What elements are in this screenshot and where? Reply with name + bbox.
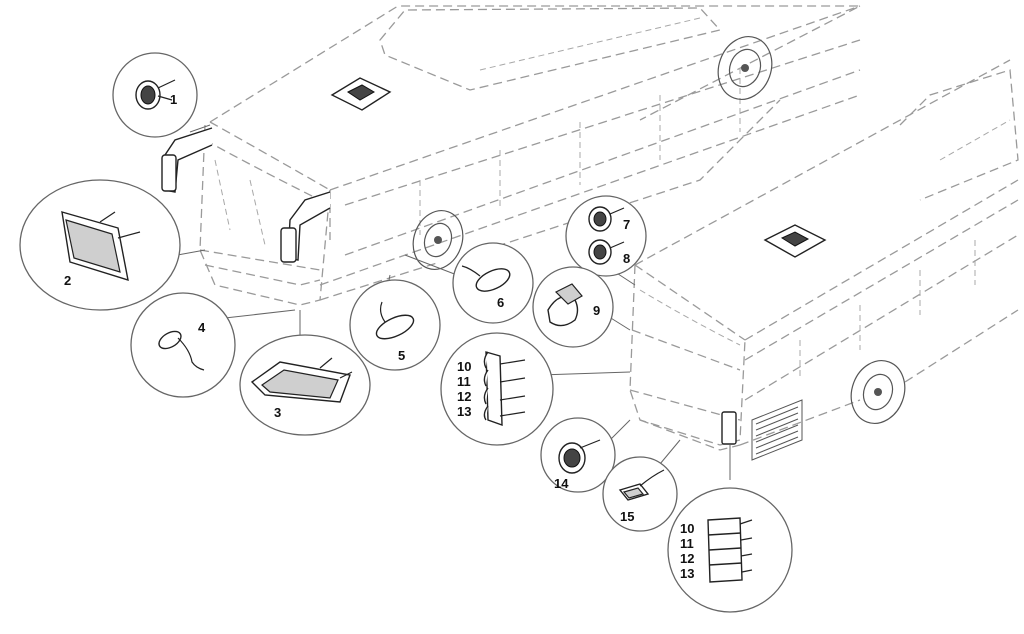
- callout-bubble-6: 6: [452, 242, 534, 324]
- callout-label-11-left: 11: [457, 374, 471, 389]
- callout-label-10-right: 10: [680, 521, 694, 536]
- callout-label-9: 9: [593, 303, 600, 318]
- callout-label-12-right: 12: [680, 551, 694, 566]
- front-bus-outline: [161, 5, 861, 306]
- callout-bubble-2: 2: [19, 179, 181, 311]
- callout-bubble-7-8: 7 8: [565, 195, 647, 277]
- callout-label-1: 1: [170, 92, 177, 107]
- callout-label-10-left: 10: [457, 359, 471, 374]
- front-bus-rear-wheel: [717, 36, 773, 100]
- leader-lines: [149, 124, 731, 480]
- callout-label-14: 14: [554, 476, 569, 491]
- rear-bus-engine-grille: [751, 399, 803, 461]
- front-bus-front-wheel: [412, 210, 464, 270]
- callout-label-13-left: 13: [457, 404, 471, 419]
- rear-bus-wheel: [850, 360, 906, 424]
- rear-bus-roof-hatch: [763, 224, 827, 258]
- callout-label-6: 6: [497, 295, 504, 310]
- callout-bubble-5: 5: [349, 279, 441, 371]
- callout-bubble-10-13-left: 10 11 12 13: [440, 332, 554, 446]
- rear-bus-outline: [629, 59, 1019, 461]
- callout-label-3: 3: [274, 405, 281, 420]
- callout-label-8: 8: [623, 251, 630, 266]
- callout-bubble-10-13-right: 10 11 12 13: [667, 487, 793, 613]
- callout-label-7: 7: [623, 217, 630, 232]
- front-bus-right-mirror: [280, 191, 331, 263]
- callout-label-15: 15: [620, 509, 634, 524]
- callout-bubble-15: 15: [602, 456, 678, 532]
- callout-label-11-right: 11: [680, 536, 694, 551]
- callout-bubble-4: 4: [130, 292, 236, 398]
- callout-label-4: 4: [198, 320, 206, 335]
- front-bus-left-mirror: [161, 127, 213, 193]
- callout-bubble-3: 3: [239, 334, 371, 436]
- callout-label-12-left: 12: [457, 389, 471, 404]
- rear-bus-lamp-cluster: [721, 411, 737, 445]
- callout-label-5: 5: [398, 348, 405, 363]
- front-bus-roof-hatch: [330, 77, 392, 111]
- callout-label-13-right: 13: [680, 566, 694, 581]
- callout-bubble-14: 14: [540, 417, 616, 493]
- callout-label-2: 2: [64, 273, 71, 288]
- callout-bubble-9: 9: [532, 266, 614, 348]
- callout-bubble-1: 1: [112, 52, 198, 138]
